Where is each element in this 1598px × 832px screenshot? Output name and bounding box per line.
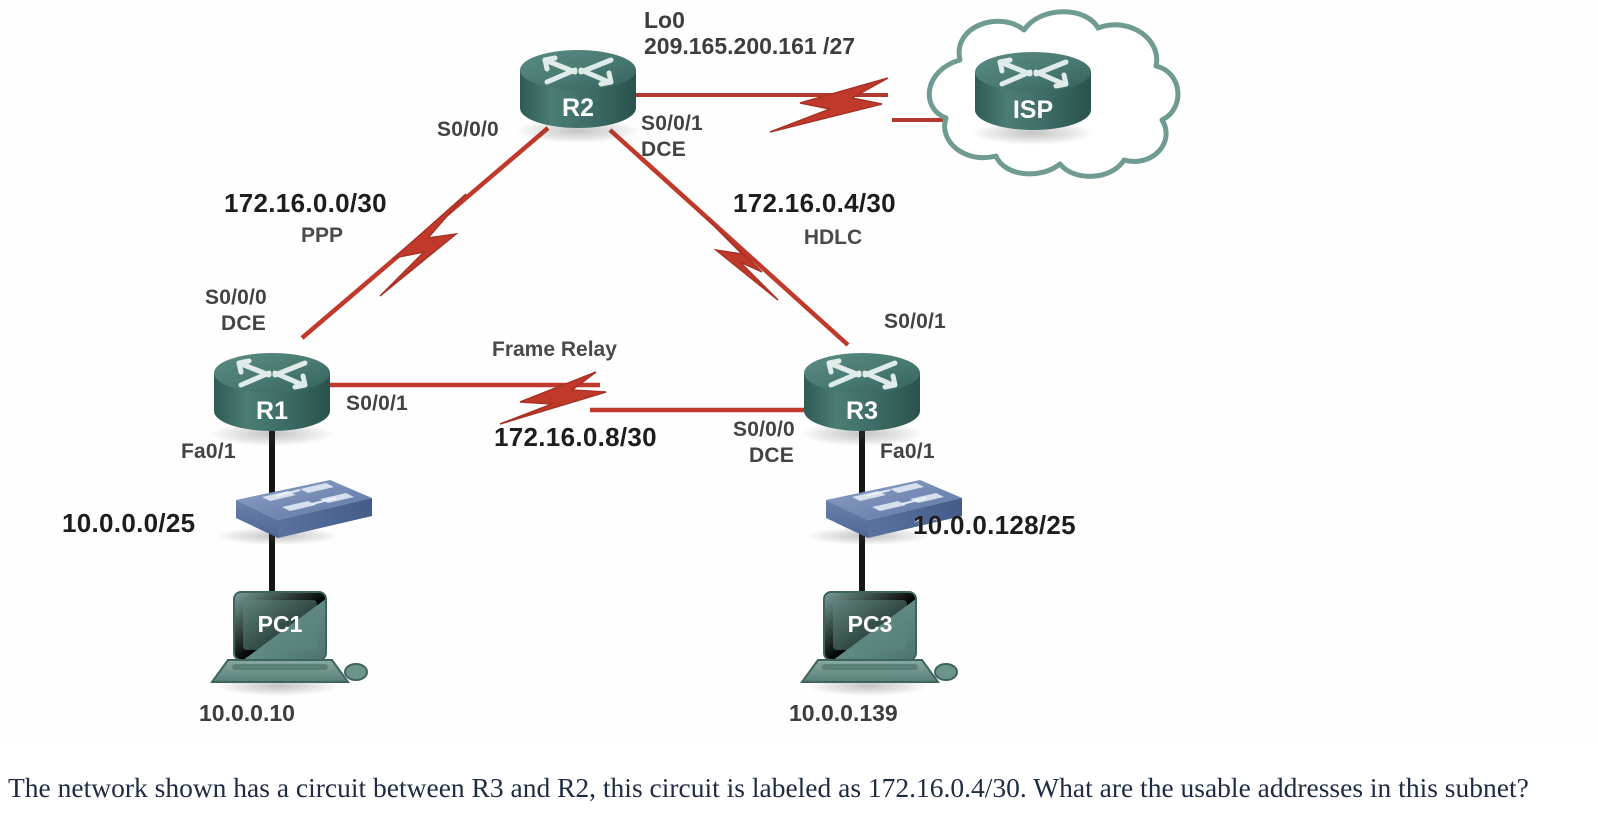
lan1-subnet-label: 10.0.0.0/25 — [62, 508, 196, 538]
link-r1-r2-protocol: PPP — [300, 224, 344, 247]
link-r2-r3-subnet: 172.16.0.4/30 — [733, 188, 896, 218]
isp-router-label: ISP — [1013, 96, 1053, 124]
r3-s000-dce-label: DCE — [749, 444, 794, 467]
r2-s001-label: S0/0/1 — [641, 112, 703, 135]
loopback-address: 209.165.200.161 /27 — [644, 32, 856, 59]
r1-router-label: R1 — [256, 397, 288, 425]
device-pc-1[interactable]: PC1 — [210, 591, 368, 696]
link-r1-r2-subnet: 172.16.0.0/30 — [224, 188, 387, 218]
question-text: The network shown has a circuit between … — [8, 772, 1529, 804]
r1-s001-label: S0/0/1 — [346, 392, 408, 415]
device-switch-3[interactable] — [806, 480, 962, 545]
r3-s000-label: S0/0/0 — [733, 418, 795, 441]
topology-diagram: ISP R2 — [62, 7, 1181, 726]
r1-s000-label: S0/0/0 — [205, 286, 267, 309]
device-r2-router[interactable]: R2 — [516, 50, 640, 143]
device-pc-3[interactable]: PC3 — [800, 591, 958, 696]
r1-fa01-label: Fa0/1 — [181, 440, 236, 463]
device-r3-router[interactable]: R3 — [800, 353, 924, 446]
loopback-name: Lo0 — [644, 7, 685, 33]
link-r2-r3-protocol: HDLC — [803, 226, 863, 249]
pc1-address-label: 10.0.0.10 — [199, 700, 295, 726]
pc3-label: PC3 — [848, 611, 893, 637]
r3-s001-label: S0/0/1 — [884, 310, 946, 333]
r2-s001-dce-label: DCE — [641, 138, 686, 161]
link-r2-r3 — [608, 128, 850, 347]
link-r1-r3-protocol: Frame Relay — [492, 338, 617, 361]
r3-router-label: R3 — [846, 397, 878, 425]
r2-router-label: R2 — [562, 94, 594, 122]
device-switch-1[interactable] — [216, 480, 372, 545]
pc1-label: PC1 — [258, 611, 303, 637]
r1-s000-dce-label: DCE — [221, 312, 266, 335]
device-r1-router[interactable]: R1 — [210, 353, 334, 446]
lan3-subnet-label: 10.0.0.128/25 — [913, 510, 1076, 540]
pc3-address-label: 10.0.0.139 — [789, 700, 898, 726]
question-bar: The network shown has a circuit between … — [0, 745, 1598, 832]
link-r1-r3-subnet: 172.16.0.8/30 — [494, 422, 657, 452]
topology-canvas: ISP R2 — [210, 9, 1181, 696]
device-isp-router[interactable]: ISP — [971, 52, 1095, 145]
r3-fa01-label: Fa0/1 — [880, 440, 935, 463]
link-r1-r2 — [300, 126, 550, 340]
link-r1-r3 — [320, 371, 812, 425]
r2-s000-label: S0/0/0 — [437, 118, 499, 141]
r2-loopback-label: Lo0 209.165.200.161 /27 — [644, 7, 856, 60]
